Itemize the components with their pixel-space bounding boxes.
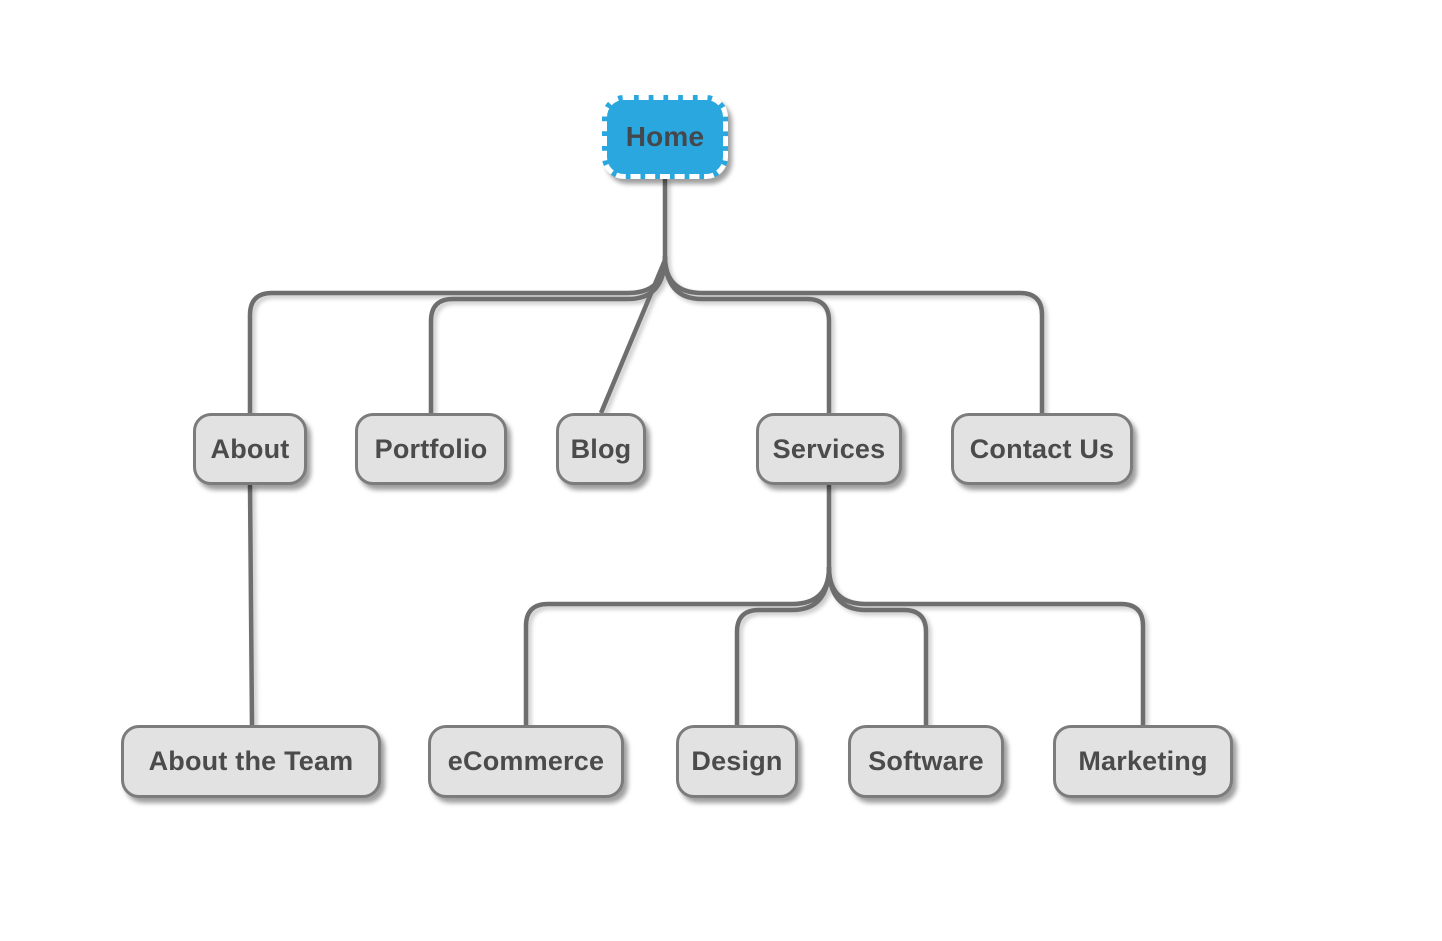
edge-home-blog bbox=[598, 259, 668, 414]
edge-home-contact bbox=[662, 255, 1045, 413]
node-about-the-team[interactable]: About the Team bbox=[121, 725, 381, 798]
node-design-label: Design bbox=[691, 746, 783, 776]
node-ecommerce-label: eCommerce bbox=[447, 746, 605, 776]
node-blog[interactable]: Blog bbox=[556, 413, 646, 485]
edge-services-marketing bbox=[826, 566, 1146, 725]
edge-services-design bbox=[734, 566, 832, 725]
node-marketing[interactable]: Marketing bbox=[1053, 725, 1233, 798]
node-design[interactable]: Design bbox=[676, 725, 798, 798]
edge-about-about-team bbox=[247, 484, 255, 726]
node-ecommerce[interactable]: eCommerce bbox=[428, 725, 624, 798]
edge-services-ecommerce bbox=[523, 566, 832, 725]
node-software-label: Software bbox=[868, 746, 984, 776]
edge-home-services bbox=[662, 255, 832, 413]
node-blog-label: Blog bbox=[570, 433, 632, 464]
node-about-the-team-label: About the Team bbox=[148, 746, 354, 776]
node-contact-us-label: Contact Us bbox=[969, 433, 1115, 464]
node-portfolio-label: Portfolio bbox=[374, 433, 488, 464]
node-software[interactable]: Software bbox=[848, 725, 1004, 798]
node-about[interactable]: About bbox=[193, 413, 307, 485]
node-services[interactable]: Services bbox=[756, 413, 902, 485]
node-contact-us[interactable]: Contact Us bbox=[951, 413, 1133, 485]
edge-home-about bbox=[247, 255, 668, 413]
node-portfolio[interactable]: Portfolio bbox=[355, 413, 507, 485]
node-marketing-label: Marketing bbox=[1078, 746, 1208, 776]
node-about-label: About bbox=[210, 433, 290, 464]
edge-home-portfolio bbox=[428, 255, 668, 413]
edge-services-software bbox=[826, 566, 929, 725]
node-services-label: Services bbox=[772, 433, 886, 464]
node-home-label: Home bbox=[625, 121, 705, 152]
node-home[interactable]: Home bbox=[602, 95, 728, 179]
